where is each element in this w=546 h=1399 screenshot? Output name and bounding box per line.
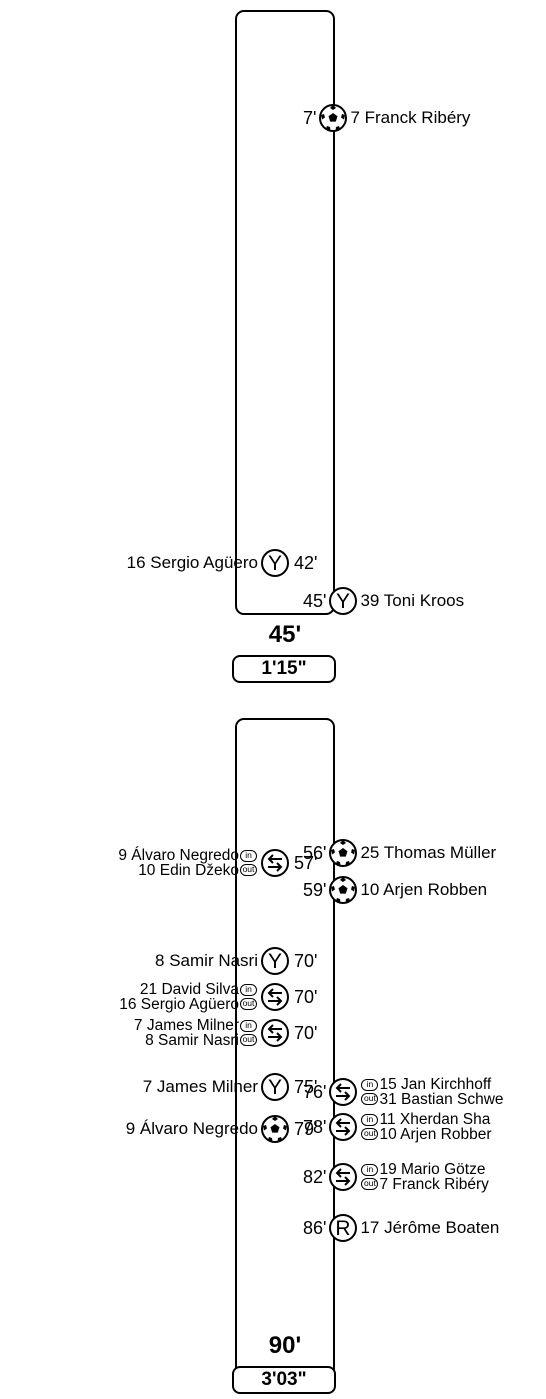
svg-text:Y: Y	[268, 950, 282, 973]
goal-icon	[328, 875, 358, 905]
in-out-tags: in out	[240, 983, 257, 1011]
first-half-added-time: 1'15"	[232, 655, 336, 683]
event-player: 17 Jérôme Boaten	[360, 1218, 500, 1237]
out-tag: out	[361, 1128, 379, 1140]
in-out-tags: in out	[361, 1113, 379, 1141]
event-player: 7 James Milner	[142, 1077, 258, 1096]
yellow-card-icon: Y	[260, 1072, 290, 1102]
event-minute: 70'	[294, 1023, 318, 1043]
svg-text:Y: Y	[268, 1076, 282, 1099]
substitution-icon	[328, 1077, 358, 1107]
in-tag: in	[361, 1114, 379, 1126]
out-tag: out	[361, 1093, 379, 1105]
event-minute: 79'	[294, 1119, 318, 1139]
in-tag: in	[240, 984, 257, 996]
event-yellow-nasri: 8 Samir Nasri Y 70'	[155, 946, 317, 976]
sub-in-player: 19 Mario Götze	[379, 1161, 486, 1178]
event-minute: 86'	[303, 1218, 327, 1238]
sub-out-player: 10 Arjen Robber	[379, 1126, 492, 1143]
sub-out-player: 31 Bastian Schwe	[379, 1091, 504, 1108]
yellow-card-icon: Y	[328, 586, 358, 616]
event-yellow-kroos: 45' Y 39 Toni Kroos	[303, 586, 464, 616]
first-half-timeline	[235, 10, 335, 615]
event-minute: 59'	[303, 880, 327, 900]
red-card-icon: R	[328, 1213, 358, 1243]
event-minute: 56'	[303, 843, 327, 863]
in-tag: in	[240, 1020, 257, 1032]
goal-icon	[328, 838, 358, 868]
out-tag: out	[240, 998, 257, 1010]
event-minute: 76'	[303, 1082, 327, 1102]
svg-text:Y: Y	[336, 590, 350, 613]
sub-in-player: 15 Jan Kirchhoff	[379, 1076, 492, 1093]
svg-text:R: R	[336, 1217, 351, 1240]
event-sub-milner: 7 James Milner 8 Samir Nasri in out 70'	[133, 1017, 318, 1049]
second-half-timeline	[235, 718, 335, 1382]
event-minute: 70'	[294, 987, 318, 1007]
sub-in-player: 21 David Silva	[139, 981, 239, 998]
event-minute: 82'	[303, 1167, 327, 1187]
event-player: 9 Álvaro Negredo	[125, 1119, 258, 1138]
event-player: 7 Franck Ribéry	[350, 108, 471, 127]
event-minute: 7'	[303, 108, 317, 128]
out-tag: out	[240, 1034, 257, 1046]
event-sub-shaqiri: 78' in out 11 Xherdan Sha 10 Arjen Robbe…	[303, 1111, 492, 1143]
event-minute: 78'	[303, 1117, 327, 1137]
out-tag: out	[240, 864, 257, 876]
in-tag: in	[240, 850, 257, 862]
event-sub-silva: 21 David Silva 16 Sergio Agüero in out 7…	[119, 981, 317, 1013]
in-out-tags: in out	[240, 1019, 257, 1047]
goal-icon	[260, 1114, 290, 1144]
in-tag: in	[361, 1164, 379, 1176]
substitution-icon	[260, 982, 290, 1012]
in-out-tags: in out	[361, 1078, 379, 1106]
event-player: 8 Samir Nasri	[155, 951, 258, 970]
out-tag: out	[361, 1178, 379, 1190]
event-minute: 45'	[303, 591, 327, 611]
substitution-icon	[328, 1112, 358, 1142]
sub-in-player: 9 Álvaro Negredo	[118, 847, 239, 864]
full-time-label: 90'	[268, 1332, 302, 1359]
sub-out-player: 10 Edin Džeko	[138, 862, 239, 879]
event-goal-muller: 56' 25 Thomas Müller	[303, 838, 496, 868]
in-out-tags: in out	[361, 1163, 379, 1191]
event-sub-kirchhoff: 76' in out 15 Jan Kirchhoff 31 Bastian S…	[303, 1076, 504, 1108]
event-goal-robben: 59' 10 Arjen Robben	[303, 875, 487, 905]
event-player: 10 Arjen Robben	[360, 880, 488, 899]
event-player: 39 Toni Kroos	[360, 591, 465, 610]
event-minute: 70'	[294, 951, 318, 971]
event-sub-gotze: 82' in out 19 Mario Götze 7 Franck Ribér…	[303, 1161, 489, 1193]
substitution-icon	[260, 1018, 290, 1048]
sub-in-player: 7 James Milner	[133, 1017, 239, 1034]
event-minute: 42'	[294, 553, 318, 573]
sub-out-player: 7 Franck Ribéry	[379, 1176, 489, 1193]
in-tag: in	[361, 1079, 379, 1091]
substitution-icon	[260, 848, 290, 878]
sub-out-player: 8 Samir Nasri	[145, 1032, 239, 1049]
half-time-label: 45'	[268, 621, 302, 648]
event-minute: 75'	[294, 1077, 318, 1097]
event-yellow-milner: 7 James Milner Y 75'	[142, 1072, 317, 1102]
event-player: 25 Thomas Müller	[360, 843, 497, 862]
svg-text:Y: Y	[268, 552, 282, 575]
event-goal-negredo: 9 Álvaro Negredo 79'	[125, 1114, 317, 1144]
substitution-icon	[328, 1162, 358, 1192]
in-out-tags: in out	[240, 849, 257, 877]
event-yellow-aguero: 16 Sergio Agüero Y 42'	[126, 548, 317, 578]
event-red-boateng: 86' R 17 Jérôme Boaten	[303, 1213, 499, 1243]
yellow-card-icon: Y	[260, 548, 290, 578]
second-half-added-time: 3'03"	[232, 1366, 336, 1394]
event-sub-negredo: 9 Álvaro Negredo 10 Edin Džeko in out 57…	[118, 847, 317, 879]
sub-in-player: 11 Xherdan Sha	[379, 1111, 491, 1128]
event-player: 16 Sergio Agüero	[126, 553, 258, 572]
yellow-card-icon: Y	[260, 946, 290, 976]
goal-icon	[318, 103, 348, 133]
event-goal-ribery: 7' 7 Franck Ribéry	[303, 103, 470, 133]
sub-out-player: 16 Sergio Agüero	[119, 996, 239, 1013]
event-minute: 57'	[294, 853, 318, 873]
